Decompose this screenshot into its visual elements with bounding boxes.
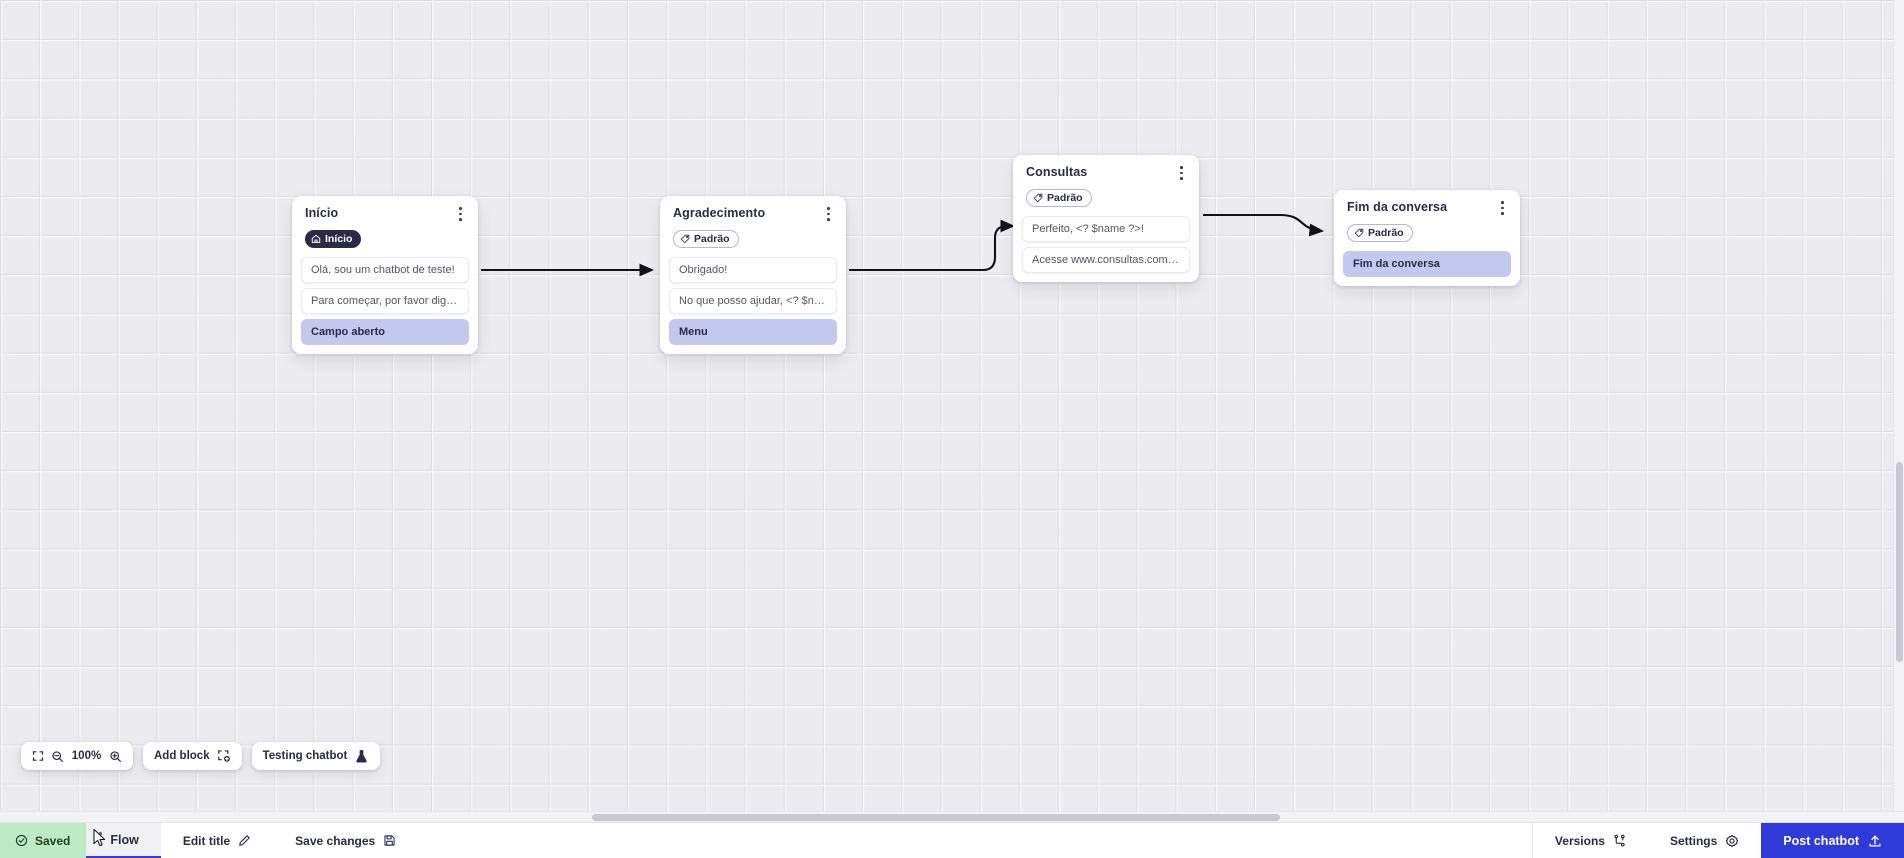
node-badge-row: Padrão bbox=[1022, 182, 1190, 208]
statusbar-spacer bbox=[418, 823, 1532, 858]
message-row[interactable]: Perfeito, <? $name ?>! bbox=[1022, 216, 1190, 242]
action-row[interactable]: Fim da conversa bbox=[1343, 251, 1511, 277]
scrollbar-thumb[interactable] bbox=[592, 814, 1280, 821]
default-badge-label: Padrão bbox=[1047, 192, 1083, 204]
scrollbar-thumb[interactable] bbox=[1896, 462, 1903, 662]
post-chatbot-button[interactable]: Post chatbot bbox=[1761, 823, 1904, 858]
node-title: Início bbox=[305, 206, 339, 220]
canvas-vertical-scrollbar[interactable] bbox=[1893, 0, 1904, 822]
statusbar-right-group: Versions Settings Post chatbot bbox=[1531, 823, 1904, 858]
flask-icon bbox=[354, 749, 369, 764]
flow-node-consultas[interactable]: Consultas Padrão Perfeito, <? $name ?>! … bbox=[1013, 155, 1199, 282]
upload-icon bbox=[1868, 834, 1882, 848]
home-icon bbox=[311, 234, 321, 244]
fit-screen-icon[interactable] bbox=[32, 750, 44, 762]
flow-node-inicio[interactable]: Início Início Olá, sou um chatbot de tes… bbox=[292, 196, 478, 354]
tab-flow-label: Flow bbox=[110, 832, 139, 847]
add-block-label: Add block bbox=[154, 750, 210, 762]
node-menu-button[interactable] bbox=[453, 205, 467, 223]
message-row[interactable]: Acesse www.consultas.com par... bbox=[1022, 247, 1190, 273]
add-block-icon bbox=[217, 749, 231, 763]
saved-status-badge: Saved bbox=[0, 823, 87, 858]
floppy-disk-icon bbox=[383, 834, 396, 847]
node-messages: Obrigado! No que posso ajudar, <? $name … bbox=[669, 257, 837, 345]
node-header: Agradecimento bbox=[669, 206, 837, 223]
canvas-horizontal-scrollbar[interactable] bbox=[0, 811, 1904, 822]
edge-consultas-fim bbox=[1203, 213, 1325, 237]
flow-node-fim-da-conversa[interactable]: Fim da conversa Padrão Fim da conversa bbox=[1334, 190, 1520, 286]
settings-label: Settings bbox=[1669, 833, 1718, 848]
save-changes-button[interactable]: Save changes bbox=[273, 823, 418, 858]
zoom-out-icon[interactable] bbox=[51, 750, 64, 763]
message-row[interactable]: Olá, sou um chatbot de teste! bbox=[301, 257, 469, 283]
tag-icon bbox=[1033, 193, 1043, 203]
flow-node-agradecimento[interactable]: Agradecimento Padrão Obrigado! No que po… bbox=[660, 196, 846, 354]
default-badge[interactable]: Padrão bbox=[673, 230, 739, 248]
testing-chatbot-button[interactable]: Testing chatbot bbox=[251, 742, 381, 770]
edit-title-label: Edit title bbox=[182, 833, 231, 848]
edit-title-button[interactable]: Edit title bbox=[161, 823, 273, 858]
save-changes-label: Save changes bbox=[295, 833, 376, 848]
zoom-level: 100% bbox=[71, 750, 102, 762]
check-circle-icon bbox=[15, 834, 28, 847]
add-block-button[interactable]: Add block bbox=[143, 742, 242, 770]
node-badge-row: Padrão bbox=[669, 223, 837, 249]
edge-agradecimento-consultas bbox=[849, 219, 1016, 272]
node-menu-button[interactable] bbox=[1495, 199, 1509, 217]
start-badge-label: Início bbox=[325, 233, 353, 245]
tag-icon bbox=[1354, 228, 1364, 238]
action-row[interactable]: Menu bbox=[669, 319, 837, 345]
branch-icon bbox=[1613, 834, 1626, 847]
message-row[interactable]: No que posso ajudar, <? $name ... bbox=[669, 288, 837, 314]
zoom-controls: 100% bbox=[21, 742, 133, 770]
flow-canvas[interactable]: Início Início Olá, sou um chatbot de tes… bbox=[0, 0, 1904, 822]
node-messages: Olá, sou um chatbot de teste! Para começ… bbox=[301, 257, 469, 345]
node-menu-button[interactable] bbox=[1174, 164, 1188, 182]
node-title: Consultas bbox=[1026, 165, 1088, 179]
drag-handle-icon[interactable] bbox=[93, 830, 107, 848]
node-messages: Fim da conversa bbox=[1343, 251, 1511, 277]
message-row[interactable]: Obrigado! bbox=[669, 257, 837, 283]
node-messages: Perfeito, <? $name ?>! Acesse www.consul… bbox=[1022, 216, 1190, 273]
saved-label: Saved bbox=[35, 833, 71, 848]
testing-chatbot-label: Testing chatbot bbox=[262, 750, 348, 762]
gear-icon bbox=[1725, 834, 1739, 848]
default-badge[interactable]: Padrão bbox=[1026, 189, 1092, 207]
zoom-in-icon[interactable] bbox=[109, 750, 122, 763]
node-header: Fim da conversa bbox=[1343, 200, 1511, 217]
node-badge-row: Início bbox=[301, 223, 469, 249]
node-title: Agradecimento bbox=[673, 206, 766, 220]
default-badge-label: Padrão bbox=[694, 233, 730, 245]
pencil-icon bbox=[238, 834, 251, 847]
node-badge-row: Padrão bbox=[1343, 217, 1511, 243]
node-header: Consultas bbox=[1022, 165, 1190, 182]
settings-button[interactable]: Settings bbox=[1648, 823, 1761, 858]
tag-icon bbox=[680, 234, 690, 244]
start-badge[interactable]: Início bbox=[305, 230, 362, 248]
node-title: Fim da conversa bbox=[1347, 200, 1448, 214]
post-chatbot-label: Post chatbot bbox=[1783, 833, 1859, 848]
node-header: Início bbox=[301, 206, 469, 223]
action-row[interactable]: Campo aberto bbox=[301, 319, 469, 345]
canvas-toolbar: 100% Add block Testing chatbot bbox=[21, 742, 381, 770]
message-row[interactable]: Para começar, por favor digite o ... bbox=[301, 288, 469, 314]
tab-flow[interactable]: Flow bbox=[86, 823, 161, 858]
versions-label: Versions bbox=[1554, 833, 1605, 848]
default-badge-label: Padrão bbox=[1368, 227, 1404, 239]
bottom-status-bar: Saved Flow Edit title Save changes Versi… bbox=[0, 822, 1904, 858]
flow-edges bbox=[481, 213, 1325, 277]
versions-button[interactable]: Versions bbox=[1533, 823, 1648, 858]
node-menu-button[interactable] bbox=[821, 205, 835, 223]
default-badge[interactable]: Padrão bbox=[1347, 224, 1413, 242]
